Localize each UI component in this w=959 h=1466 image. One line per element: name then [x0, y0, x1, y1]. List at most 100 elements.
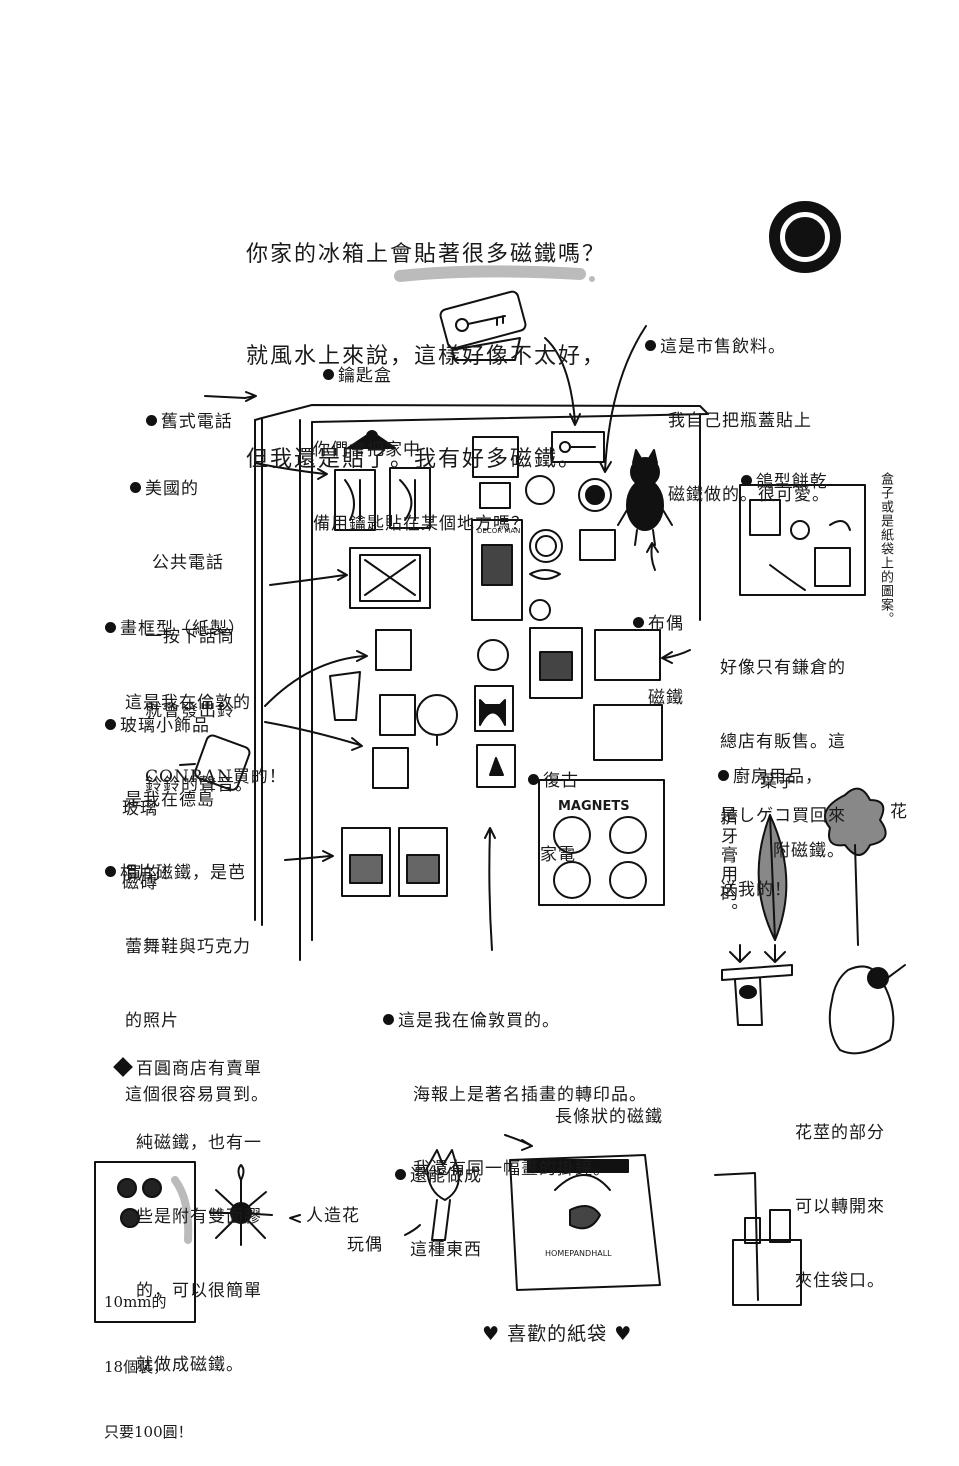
hundred-yen-line: 純磁鐵，也有一 [136, 1133, 262, 1154]
corner-bag-icon [732, 1239, 802, 1306]
intro-line: 你家的冰箱上會貼著很多磁鐵嗎？ [246, 242, 607, 268]
photo-magnet-2 [398, 827, 448, 897]
artificial-flower-label: 人造花 [306, 1206, 360, 1226]
us-phone-line: 一按下話筒 [145, 627, 235, 648]
favorite-bag-caption: ♥ 喜歡的紙袋 ♥ [468, 1293, 632, 1348]
doll-label: 玩偶 [347, 1235, 383, 1255]
intro-text: 你家的冰箱上會貼著很多磁鐵嗎？ 就風水上來說，這樣好像不太好， 但我還是貼了。我… [246, 170, 606, 511]
kitchen-caption: 廚房用品， 附磁鐵。 [718, 716, 845, 888]
stem-line: 可以轉開來 [795, 1197, 885, 1218]
intro-line: 就風水上來說，這樣好像不太好， [246, 344, 607, 370]
toothpaste-squeezer [721, 964, 793, 981]
photo-line: 的照片 [125, 1011, 179, 1032]
us-phone-line: 就會發出鈴 [145, 701, 235, 722]
bullet-icon [105, 719, 116, 731]
glass-tile-line: 玻璃 [122, 799, 158, 820]
cap-magnet [578, 478, 612, 512]
retro-line: 復古 [543, 771, 579, 792]
middle-magnet-1 [472, 436, 519, 478]
glass-caption: 玻璃小飾品 是我在德島 買的！ [105, 665, 215, 911]
bag-brand-text: HOMEPANDHALL [545, 1249, 612, 1258]
favorite-bag-label: 喜歡的紙袋 [507, 1322, 608, 1345]
old-phone-caption: 舊式電話 [133, 385, 233, 434]
intro-line: 但我還是貼了。我有好多磁鐵。 [246, 446, 583, 472]
plain-square-magnet [579, 529, 616, 561]
photo-line: 蕾舞鞋與巧克力 [125, 937, 251, 958]
bullet-icon [145, 414, 157, 426]
bullet-icon [323, 369, 334, 381]
long-magnet-label: 長條狀的磁鐵 [555, 1107, 663, 1127]
us-phone-magnet-2 [389, 467, 431, 529]
magnet-card [94, 1161, 196, 1323]
doll-icon [426, 1149, 460, 1201]
glass-charm-4 [372, 747, 409, 789]
bullet-icon [105, 622, 116, 634]
card-line: 18個裝， [104, 1357, 169, 1376]
kamakura-line: 送我的！ [720, 880, 792, 901]
us-phone-magnet-1 [334, 469, 376, 531]
artificial-flower-icon [209, 1164, 273, 1246]
bullet-icon [718, 770, 729, 782]
frame-line: 畫框型（紙製） [120, 619, 246, 640]
bullet-icon [633, 617, 644, 629]
hundred-yen-line: 就做成磁鐵。 [136, 1354, 244, 1375]
paper-bag-icon [509, 1154, 661, 1291]
box-note: 盒子或是紙袋上的圖案。 [878, 472, 893, 626]
drink-line: 這是市售飲料。 [660, 337, 786, 358]
bullet-icon [395, 1169, 406, 1181]
glass-line: 買的！ [125, 864, 179, 885]
magnets-poster [538, 779, 665, 906]
photo-line: 相片磁鐵，是芭 [120, 863, 246, 884]
retro-magnet-1 [529, 627, 583, 699]
flower-icon [824, 787, 887, 856]
kamakura-line: 是しゲコ買回來 [720, 806, 846, 827]
us-phone-caption: 美國的 公共電話 一按下話筒 就會發出鈴 鈴鈴的聲音。 [130, 428, 253, 822]
card-line: 10mm的 [104, 1292, 167, 1311]
toothpaste-caption: 擠牙膏用的。 [717, 808, 737, 922]
us-phone-line: 美國的 [145, 479, 199, 500]
cat-magnet [474, 685, 514, 732]
flower-label: 花 [890, 802, 908, 822]
card-caption: 10mm的 18個裝， 只要100圓！ [104, 1248, 193, 1466]
us-phone-line: 鈴鈴的聲音。 [145, 774, 253, 795]
glass-tile-caption: 玻璃 磁磚 [122, 748, 158, 920]
frame-line: CONRAN買的！ [145, 767, 287, 788]
hundred-yen-line: 的，可以很簡單 [136, 1281, 262, 1302]
stem-line: 花莖的部分 [795, 1123, 885, 1144]
bullet-icon [383, 1014, 394, 1026]
photo-magnet-1 [341, 827, 391, 897]
glass-charm-3 [379, 694, 416, 736]
round-hook-magnet [416, 694, 458, 736]
hundred-yen-line: 百圓商店有賣單 [136, 1059, 262, 1080]
retro-caption: 復古 家電 [528, 720, 579, 892]
pigeon-cookie-label: 鴿型餅乾 [755, 471, 828, 492]
key-box-line: 你們會把家中 [313, 440, 421, 461]
glass-line: 是我在德島 [125, 790, 215, 811]
bullet-icon [105, 866, 116, 878]
can-make-line: 還能做成 [410, 1166, 482, 1187]
drink-caption: 這是市售飲料。 我自己把瓶蓋貼上 磁鐵做的。很可愛。 [645, 286, 830, 532]
stem-caption: 花莖的部分 可以轉開來 夾住袋口。 [795, 1072, 885, 1318]
deco-magnet [471, 519, 523, 621]
us-phone-line: 公共電話 [152, 553, 224, 574]
bullet-icon [740, 474, 752, 486]
hundred-yen-line: 些是附有雙面膠 [136, 1207, 262, 1228]
pigeon-cookie-box [739, 484, 866, 596]
heart-icon: ♥ [607, 1322, 633, 1345]
key-box-magnet [551, 431, 605, 463]
frame-caption: 畫框型（紙製） 這是我在倫敦的 CONRAN買的！ [105, 568, 287, 814]
frame-magnet [349, 547, 431, 609]
retro-magnet-2 [593, 704, 663, 761]
photo-line: 這個很容易買到。 [125, 1085, 269, 1106]
kamakura-line: 總店有販售。這 [720, 732, 846, 753]
london-line: 這是我在倫敦買的。 [398, 1011, 560, 1032]
can-make-caption: 還能做成 這種東西 [395, 1115, 482, 1287]
bullet-icon [645, 340, 656, 352]
key-box-title: 鑰匙盒 [338, 366, 392, 387]
middle-round-2 [477, 639, 509, 671]
glass-line: 玻璃小飾品 [120, 716, 210, 737]
highlight-stroke [394, 265, 586, 282]
key-box-icon [439, 290, 527, 350]
key-box-line: 備用鑰匙貼在某個地方嗎？ [313, 514, 529, 535]
